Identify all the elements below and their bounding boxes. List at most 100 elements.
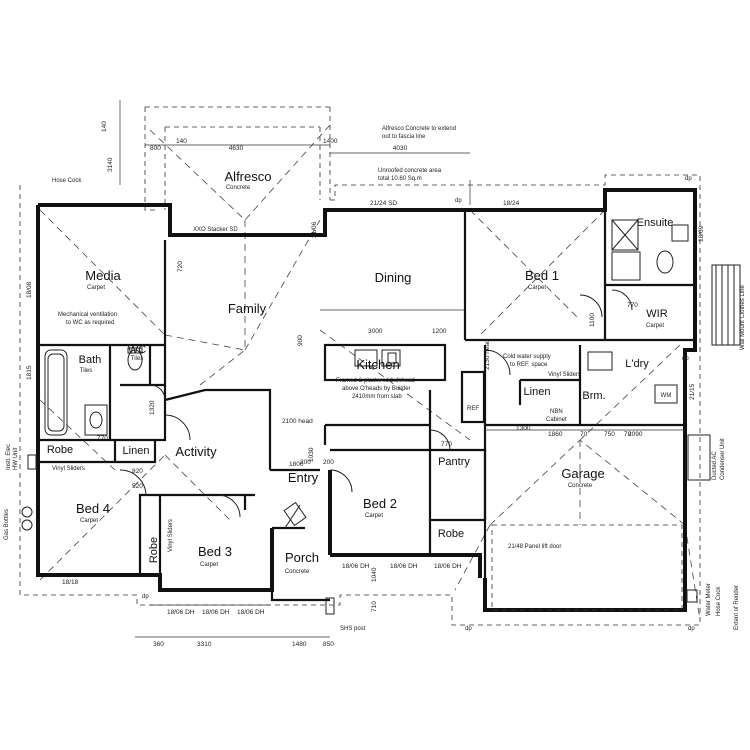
dim-1806dh-c: 18/06 DH [237,609,265,616]
dim-1809: 18/09 [698,225,705,242]
note-dp-e: dp [682,356,689,362]
toilet [127,349,143,371]
room-label-family: Family [228,301,267,316]
room-label-bath: Bath [79,354,102,366]
dimension-lines [119,100,685,638]
room-label-bed2: Bed 2 [363,496,397,511]
kitchen-sink [381,349,401,367]
room-label-robe-bed2: Robe [438,528,464,540]
note-cabinet: Cabinet [546,417,567,423]
dim-1806dh-f: 18/06 DH [434,563,462,570]
room-label-robe-side: Robe [47,444,73,456]
dim-4630: 4630 [229,145,244,152]
dim-200b: 200 [323,459,334,466]
fixtures [21,219,741,615]
dim-360: 360 [153,641,164,648]
note-kitchen-bulkhead: Framed & plastered bulkhead [336,378,415,384]
ensuite-shower [611,219,639,251]
dim-1818: 18/18 [62,579,79,586]
dim-720: 720 [177,261,184,272]
room-label-wir: WIR [646,308,667,320]
room-label-wm: WM [661,393,672,399]
room-label-robe-hall: Robe [148,537,160,563]
note-extent-render: Extent of Render [734,585,740,630]
dim-3000: 3000 [368,328,383,335]
ensuite-toilet [656,250,674,274]
room-label-bed1: Bed 1 [525,268,559,283]
dim-770a: 770 [97,435,108,442]
note-garage-door: 21/48 Panel lift door [508,544,561,550]
room-label-brm: Brm. [582,390,605,402]
room-finish-wir: Carpet [646,323,664,329]
room-finish-bed3: Carpet [200,562,218,568]
room-label-pantry: Pantry [438,456,470,468]
dim-4030: 4030 [393,145,408,152]
note-hose-cock-right: Hose Cock [716,586,722,616]
note-dp-s: dp [465,626,472,632]
note-ducted-ac: Ducted AC [712,451,718,480]
room-label-ensuite: Ensuite [637,217,674,229]
dim-750: 750 [604,431,615,438]
room-label-bed4: Bed 4 [76,501,110,516]
dim-140a: 140 [176,138,187,145]
dim-1806dh-a: 18/06 DH [167,609,195,616]
garage-door-track [491,524,683,611]
dim-900: 900 [297,335,304,346]
note-clothes-line: Wall Mount Clothes Line [740,285,746,350]
note-cold-water-2: to REF. space [510,362,548,368]
washing-machine [654,384,678,404]
dim-1400: 1400 [323,138,338,145]
note-vinyl-sliders-bed4: Vinyl Sliders [52,466,85,472]
internal-walls [40,210,695,610]
door-swings [119,289,633,529]
note-dp-ne: dp [685,176,692,182]
room-label-linen-ldry: Linen [524,386,551,398]
note-nbn: NBN [550,409,563,415]
room-labels: Alfresco Concrete Media Carpet Family Di… [47,169,674,575]
dim-850: 850 [323,641,334,648]
note-mech-vent: Mechanical ventilation [58,312,117,318]
dim-1806dh-e: 18/06 DH [390,563,418,570]
room-label-kitchen: Kitchen [356,357,399,372]
room-label-linen-hall: Linen [123,445,150,457]
note-dp-top: dp [455,198,462,204]
note-unroofed-2: total 10.60 Sq.m [378,176,422,182]
room-label-alfresco: Alfresco [225,169,272,184]
roof-lines [39,124,701,621]
note-vinyl-sliders-bed3: Vinyl Sliders [168,519,174,552]
dim-2106: 21/06 [311,221,318,238]
dim-2090: 2090 [628,431,643,438]
gas-bottle [21,519,33,531]
gas-bottle [21,506,33,518]
dim-1806dh-d: 18/06 DH [342,563,370,570]
note-shs-post: SHS post [340,626,366,632]
dim-1800: 1800 [289,461,304,468]
note-instl-elec: Instl. Elec [6,444,12,470]
water-meter [686,589,698,603]
room-label-ref: REF [467,406,479,412]
dim-1200: 1200 [432,328,447,335]
note-hose-cock-left: Hose Cock [52,178,82,184]
bath-vanity [84,404,108,436]
dim-70b: 70 [624,431,632,438]
dim-1320: 1320 [149,400,156,415]
notes: Alfresco Concrete to extend out to fasci… [4,126,746,632]
room-label-garage: Garage [561,466,604,481]
dim-1808: 18/08 [26,281,33,298]
dim-800: 800 [150,145,161,152]
note-kitchen-slab: 2410mm from slab [352,394,402,400]
dim-70a: 70 [580,431,588,438]
dim-3140: 3140 [107,157,114,172]
room-label-entry: Entry [288,470,319,485]
room-finish-bed2: Carpet [365,513,383,519]
note-hw-unit: HW Unit [13,447,19,470]
dim-2100-head: 2100 head [282,418,313,425]
dim-710: 710 [371,601,378,612]
shs-post [325,597,335,615]
note-condenser: Condenser Unit [720,438,726,480]
room-label-bed3: Bed 3 [198,544,232,559]
ensuite-vanity [611,251,641,281]
room-finish-media: Carpet [87,285,105,291]
dim-2130-head: 2130 head [484,339,491,370]
